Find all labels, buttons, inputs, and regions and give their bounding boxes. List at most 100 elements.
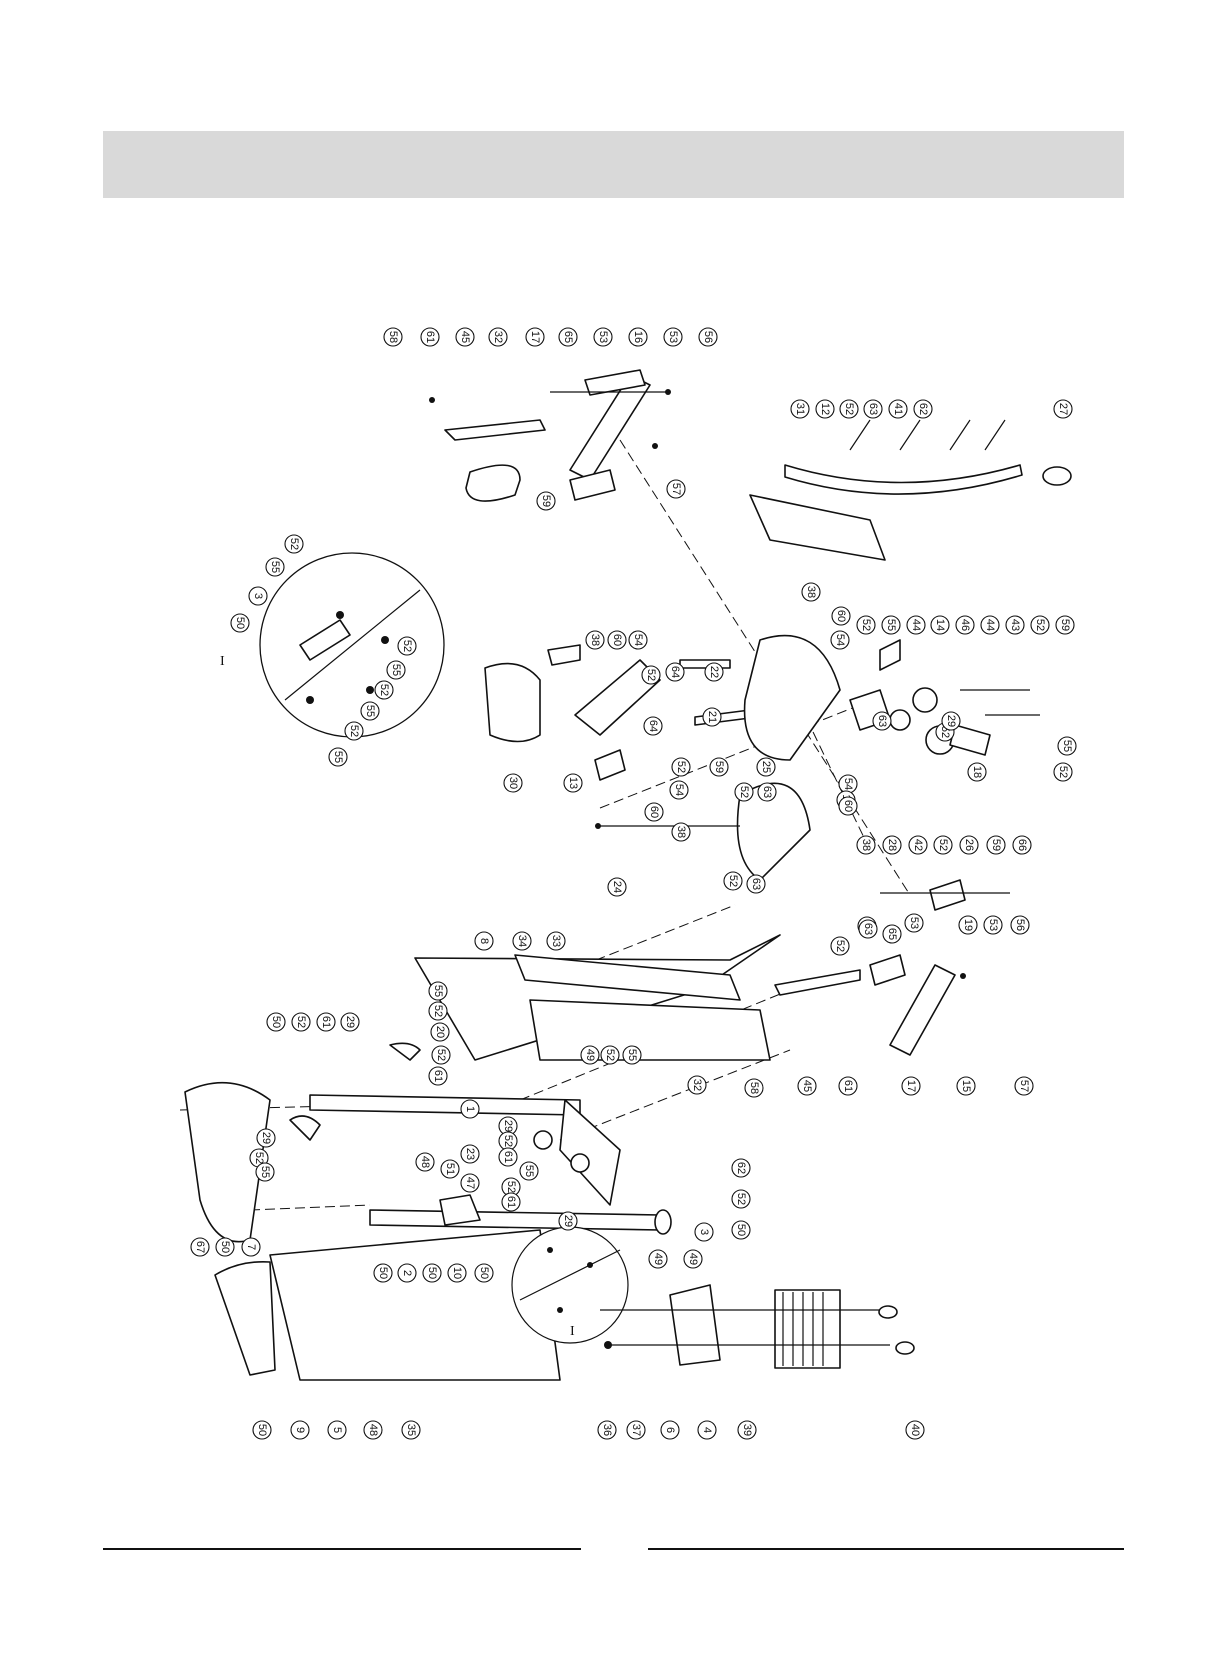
callout-50: 50 xyxy=(373,1263,393,1283)
carriage-4 xyxy=(669,1284,721,1366)
callout-56: 56 xyxy=(1010,915,1030,935)
callout-32: 32 xyxy=(488,327,508,347)
callout-55: 55 xyxy=(622,1045,642,1065)
svg-text:52: 52 xyxy=(253,1152,265,1164)
callout-61: 61 xyxy=(316,1012,336,1032)
arm-15 xyxy=(889,964,956,1056)
callout-66: 66 xyxy=(1012,835,1032,855)
callout-52: 52 xyxy=(498,1131,518,1151)
svg-text:52: 52 xyxy=(937,839,949,851)
svg-text:62: 62 xyxy=(917,403,929,415)
callout-31: 31 xyxy=(790,399,810,419)
svg-text:55: 55 xyxy=(885,619,897,631)
callout-3: 3 xyxy=(694,1222,714,1242)
svg-text:61: 61 xyxy=(842,1080,854,1092)
callout-33: 33 xyxy=(546,931,566,951)
callout-36: 36 xyxy=(597,1420,617,1440)
svg-text:29: 29 xyxy=(344,1016,356,1028)
callout-56: 56 xyxy=(698,327,718,347)
plate-25 xyxy=(743,634,841,761)
svg-text:54: 54 xyxy=(632,634,644,646)
detail-mark-i-upper: I xyxy=(220,654,225,669)
svg-text:48: 48 xyxy=(367,1424,379,1436)
callout-34: 34 xyxy=(512,931,532,951)
callout-55: 55 xyxy=(881,615,901,635)
callout-13: 13 xyxy=(563,773,583,793)
callout-6: 6 xyxy=(660,1420,680,1440)
svg-text:61: 61 xyxy=(432,1070,444,1082)
svg-text:34: 34 xyxy=(516,935,528,947)
callout-42: 42 xyxy=(908,835,928,855)
callout-57: 57 xyxy=(666,479,686,499)
callout-52: 52 xyxy=(284,534,304,554)
callout-17: 17 xyxy=(901,1076,921,1096)
svg-text:58: 58 xyxy=(387,331,399,343)
callout-55: 55 xyxy=(360,701,380,721)
callout-52: 52 xyxy=(856,615,876,635)
callout-17: 17 xyxy=(525,327,545,347)
svg-text:52: 52 xyxy=(1057,766,1069,778)
callout-52: 52 xyxy=(249,1148,269,1168)
bracket-17 xyxy=(444,419,546,441)
callout-30: 30 xyxy=(503,773,523,793)
callout-57: 57 xyxy=(1014,1076,1034,1096)
callout-41: 41 xyxy=(888,399,908,419)
cap-27 xyxy=(1042,466,1072,486)
svg-text:52: 52 xyxy=(295,1016,307,1028)
svg-text:59: 59 xyxy=(540,495,552,507)
svg-text:32: 32 xyxy=(691,1079,703,1091)
footer-rule-right xyxy=(648,1548,1124,1550)
svg-text:31: 31 xyxy=(794,403,806,415)
footer-rule-left xyxy=(103,1548,581,1550)
callout-50: 50 xyxy=(731,1220,751,1240)
svg-text:29: 29 xyxy=(260,1132,272,1144)
tube-base xyxy=(369,1209,661,1231)
svg-text:24: 24 xyxy=(611,881,623,893)
callout-60: 60 xyxy=(831,606,851,626)
svg-text:36: 36 xyxy=(601,1424,613,1436)
callout-67: 67 xyxy=(190,1237,210,1257)
callout-44: 44 xyxy=(906,615,926,635)
svg-text:55: 55 xyxy=(364,705,376,717)
svg-text:18: 18 xyxy=(971,766,983,778)
base-frame xyxy=(184,1042,672,1243)
callout-26: 26 xyxy=(959,835,979,855)
svg-text:54: 54 xyxy=(673,784,685,796)
callout-50: 50 xyxy=(474,1263,494,1283)
svg-text:45: 45 xyxy=(459,331,471,343)
callout-52: 52 xyxy=(374,680,394,700)
svg-text:12: 12 xyxy=(819,403,831,415)
header-band xyxy=(103,131,1124,198)
svg-text:60: 60 xyxy=(611,634,623,646)
callout-55: 55 xyxy=(328,747,348,767)
callout-10: 10 xyxy=(447,1263,467,1283)
svg-text:60: 60 xyxy=(648,806,660,818)
callout-59: 59 xyxy=(1055,615,1075,635)
callout-61: 61 xyxy=(420,327,440,347)
svg-text:63: 63 xyxy=(750,878,762,890)
svg-text:55: 55 xyxy=(269,561,281,573)
svg-text:2: 2 xyxy=(401,1270,413,1276)
callout-55: 55 xyxy=(428,981,448,1001)
svg-text:6: 6 xyxy=(664,1427,676,1433)
callout-38: 38 xyxy=(671,822,691,842)
svg-text:52: 52 xyxy=(348,725,360,737)
svg-text:55: 55 xyxy=(332,751,344,763)
callout-52: 52 xyxy=(641,665,661,685)
weight-plates xyxy=(774,1289,841,1369)
handle-19 xyxy=(929,879,966,911)
callout-58: 58 xyxy=(744,1078,764,1098)
callout-52: 52 xyxy=(731,1189,751,1209)
svg-text:45: 45 xyxy=(801,1080,813,1092)
svg-text:1: 1 xyxy=(464,1106,476,1112)
svg-text:49: 49 xyxy=(652,1253,664,1265)
svg-text:55: 55 xyxy=(523,1165,535,1177)
svg-text:60: 60 xyxy=(835,610,847,622)
svg-text:29: 29 xyxy=(502,1120,514,1132)
callout-63: 63 xyxy=(872,711,892,731)
callout-55: 55 xyxy=(1057,736,1077,756)
svg-text:61: 61 xyxy=(505,1196,517,1208)
callout-52: 52 xyxy=(734,782,754,802)
svg-text:46: 46 xyxy=(959,619,971,631)
